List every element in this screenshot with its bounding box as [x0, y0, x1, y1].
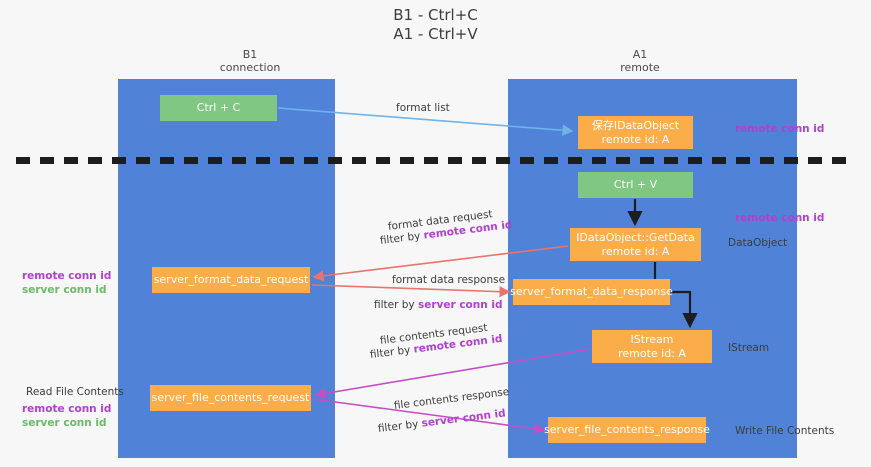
node-server-format-data-response[interactable]: server_format_data_response [510, 279, 673, 305]
column-header-b1: B1 connection [219, 48, 281, 74]
filter-prefix: filter by [369, 343, 415, 361]
node-server-format-data-request[interactable]: server_format_data_request [152, 267, 310, 293]
filter-key-server-conn-id: server conn id [420, 407, 507, 430]
column-header-a1: A1 remote [620, 48, 660, 74]
edge-label-format-data-response-filter: filter by server conn id [374, 298, 503, 312]
node-ctrl-c[interactable]: Ctrl + C [160, 95, 277, 121]
filter-prefix: filter by [377, 417, 423, 435]
annotation-left-conn-ids: remote conn id server conn id [22, 269, 111, 297]
annotation-left-remote-conn-id-2: remote conn id [22, 403, 112, 415]
annotation-right-write-file-contents: Write File Contents [735, 425, 835, 437]
filter-prefix: filter by [379, 229, 425, 247]
diagram-title: B1 - Ctrl+C A1 - Ctrl+V [393, 6, 478, 43]
annotation-right-dataobject: DataObject [728, 237, 788, 249]
filter-key-server-conn-id: server conn id [417, 299, 503, 311]
section-divider [16, 157, 855, 164]
node-ctrl-v[interactable]: Ctrl + V [578, 172, 693, 198]
node-save-idataobject[interactable]: 保存IDataObject remote id: A [578, 116, 693, 149]
filter-prefix: filter by [374, 299, 418, 311]
annotation-right-istream: IStream [728, 342, 770, 354]
annotation-left-server-conn-id-2: server conn id [22, 417, 107, 429]
node-istream[interactable]: IStream remote id: A [592, 330, 712, 363]
annotation-left-read-file-contents: Read File Contents [26, 386, 124, 398]
annotation-left-server-conn-id: server conn id [22, 284, 107, 296]
edge-label-format-list: format list [396, 102, 450, 114]
node-server-file-contents-request[interactable]: server_file_contents_request [150, 385, 311, 411]
node-idataobject-getdata[interactable]: IDataObject::GetData remote id: A [570, 228, 701, 261]
annotation-right-remote-conn-id-top: remote conn id [735, 123, 825, 135]
edge-label-format-data-response: format data response [392, 274, 506, 286]
annotation-right-remote-conn-id-mid: remote conn id [735, 212, 825, 224]
annotation-left-conn-ids-2: remote conn id server conn id [22, 402, 111, 430]
annotation-left-remote-conn-id: remote conn id [22, 270, 112, 282]
node-server-file-contents-response[interactable]: server_file_contents_response [544, 417, 710, 443]
